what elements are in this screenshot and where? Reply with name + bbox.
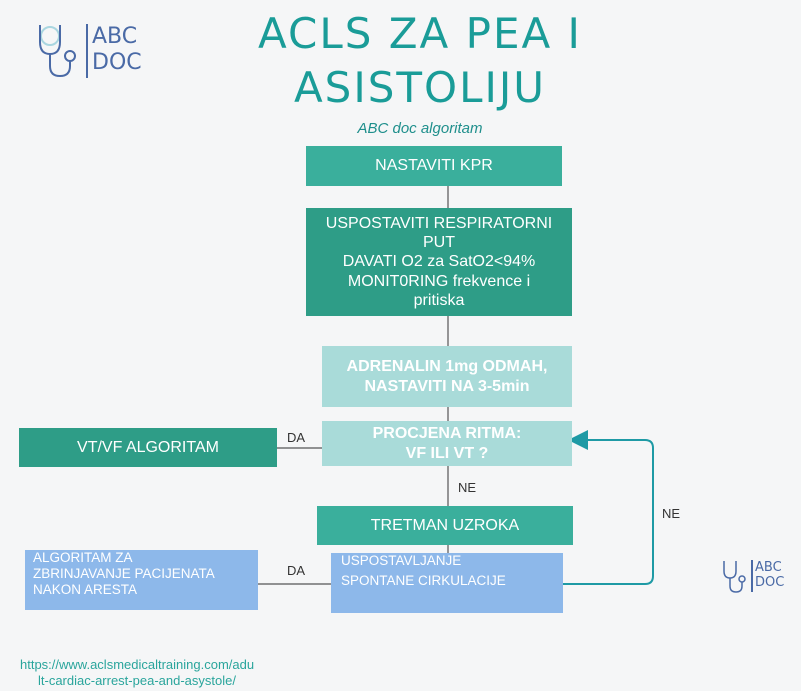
abc-doc-logo: ABC DOC (30, 20, 142, 82)
node-procjena-ritma: PROCJENA RITMA: VF ILI VT ? (322, 421, 572, 466)
stethoscope-icon (39, 25, 76, 78)
stethoscope-icon (723, 561, 746, 593)
abc-doc-logo-small: ABC DOC (718, 558, 788, 596)
logo-text: ABC DOC (92, 24, 142, 75)
source-url-link[interactable]: https://www.aclsmedicaltraining.com/adu … (20, 657, 255, 688)
node-algoritam-zbrinjavanje: ALGORITAM ZA ZBRINJAVANJE PACIJENATA NAK… (25, 550, 258, 610)
node-nastaviti-kpr: NASTAVITI KPR (306, 146, 562, 186)
edge-label-ne-tretman: NE (458, 480, 477, 495)
node-uspostavljanje: USPOSTAVLJANJE SPONTANE CIRKULACIJE (331, 553, 563, 613)
loop-arrow-ne (563, 430, 654, 585)
edge-label-da-vtvf: DA (287, 430, 306, 445)
logo-divider (751, 560, 753, 592)
page-subtitle: ABC doc algoritam (357, 120, 483, 137)
page-title-line1: ACLS ZA PEA I (258, 9, 582, 58)
node-vtvf-algoritam: VT/VF ALGORITAM (19, 428, 277, 467)
node-tretman-uzroka: TRETMAN UZROKA (317, 506, 573, 545)
page-title-line2: ASISTOLIJU (293, 63, 547, 112)
node-adrenalin: ADRENALIN 1mg ODMAH, NASTAVITI NA 3-5min (322, 346, 572, 407)
logo-divider (86, 24, 88, 78)
logo-text: ABC DOC (755, 560, 785, 590)
edge-label-da-algoritam: DA (287, 563, 306, 578)
node-respiratorni: USPOSTAVITI RESPIRATORNI PUT DAVATI O2 z… (306, 208, 572, 316)
edge-label-ne-loop: NE (662, 506, 681, 521)
